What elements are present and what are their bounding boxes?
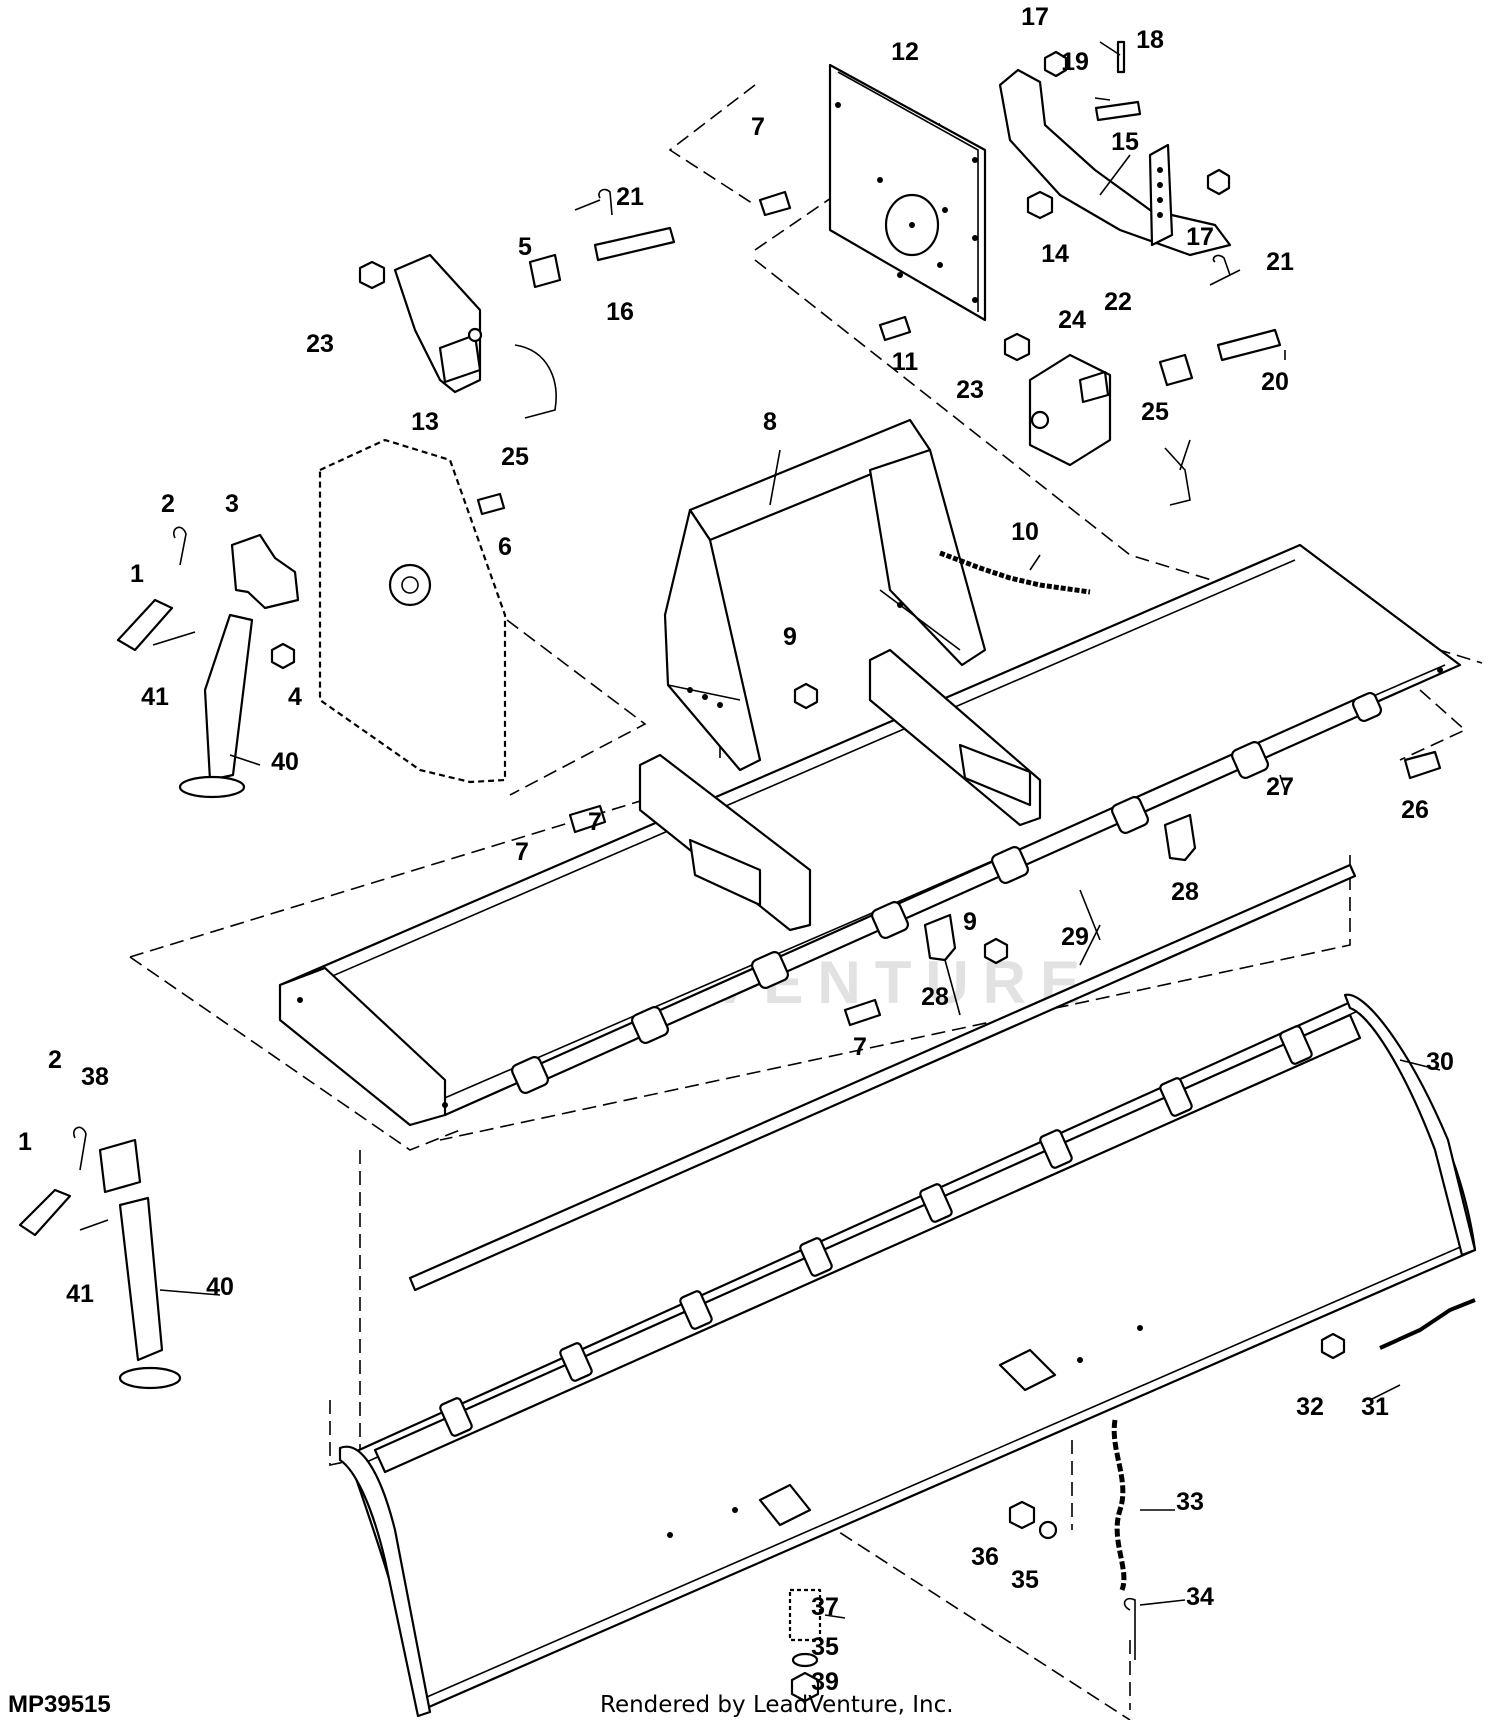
callout-7: 7	[751, 113, 765, 141]
callout-22: 22	[1104, 288, 1132, 316]
callout-37: 37	[811, 1593, 839, 1621]
plate-hardware	[758, 40, 1231, 342]
callout-34: 34	[1186, 1583, 1214, 1611]
callout-23: 23	[956, 376, 984, 404]
callout-8: 8	[763, 408, 777, 436]
part-13-bracket	[358, 188, 676, 419]
callout-27: 27	[1266, 773, 1294, 801]
part-29-rod	[408, 863, 1357, 1292]
leader-lines	[159, 41, 1441, 1619]
callout-1: 1	[130, 560, 144, 588]
callout-16: 16	[606, 298, 634, 326]
callout-21: 21	[1266, 248, 1294, 276]
part-40-jack-lower	[18, 1126, 182, 1390]
lower-hardware	[788, 1298, 1476, 1703]
callout-32: 32	[1296, 1393, 1324, 1421]
callout-35: 35	[1011, 1566, 1039, 1594]
part-12-mount-plate	[828, 63, 987, 322]
callout-3: 3	[225, 490, 239, 518]
callout-26: 26	[1401, 796, 1429, 824]
callout-1: 1	[18, 1128, 32, 1156]
part-30-blade	[338, 993, 1477, 1718]
callout-41: 41	[141, 683, 169, 711]
bolts	[568, 682, 1442, 1027]
callout-31: 31	[1361, 1393, 1389, 1421]
callout-21: 21	[616, 183, 644, 211]
callout-2: 2	[48, 1046, 62, 1074]
diagram-id: MP39515	[8, 1691, 111, 1718]
part-24-bracket	[1003, 254, 1282, 506]
callout-7: 7	[588, 808, 602, 836]
callout-10: 10	[1011, 518, 1039, 546]
callout-7: 7	[515, 838, 529, 866]
callout-40: 40	[206, 1273, 234, 1301]
part-27-tube	[511, 691, 1383, 1094]
callout-23: 23	[306, 330, 334, 358]
part-15-bracket	[998, 68, 1232, 257]
callout-17: 17	[1021, 3, 1049, 31]
callout-2: 2	[161, 490, 175, 518]
frame-upper	[278, 543, 1462, 1127]
callout-39: 39	[811, 1668, 839, 1696]
callout-5: 5	[518, 233, 532, 261]
callout-9: 9	[783, 623, 797, 651]
callout-35: 35	[811, 1633, 839, 1661]
callout-28: 28	[921, 983, 949, 1011]
callout-33: 33	[1176, 1488, 1204, 1516]
callout-14: 14	[1041, 240, 1069, 268]
callout-30: 30	[1426, 1048, 1454, 1076]
callout-25: 25	[1141, 398, 1169, 426]
callout-6: 6	[498, 533, 512, 561]
callout-11: 11	[892, 348, 919, 376]
callout-17: 17	[1186, 223, 1214, 251]
callout-36: 36	[971, 1543, 999, 1571]
callout-labels: 1122345677778991011121314151617171819202…	[18, 3, 1454, 1696]
callout-7: 7	[853, 1033, 867, 1061]
callout-24: 24	[1058, 306, 1086, 334]
callout-9: 9	[963, 908, 977, 936]
part-10-chain	[939, 550, 1091, 595]
callout-38: 38	[81, 1063, 109, 1091]
callout-28: 28	[1171, 878, 1199, 906]
callout-41: 41	[66, 1280, 94, 1308]
part-28-brackets	[923, 813, 1197, 965]
part-40-jack-upper	[116, 526, 300, 799]
callout-29: 29	[1061, 923, 1089, 951]
callout-13: 13	[411, 408, 439, 436]
part-8-a-frame	[663, 418, 987, 772]
callout-40: 40	[271, 748, 299, 776]
callout-12: 12	[891, 38, 919, 66]
part-6-plate	[318, 438, 507, 784]
callout-25: 25	[501, 443, 529, 471]
callout-15: 15	[1111, 128, 1139, 156]
frame-mid-plates	[638, 648, 1042, 932]
callout-4: 4	[288, 683, 302, 711]
callout-20: 20	[1261, 368, 1289, 396]
render-credit: Rendered by LeadVenture, Inc.	[600, 1692, 954, 1718]
callout-19: 19	[1061, 48, 1089, 76]
callout-18: 18	[1136, 26, 1164, 54]
